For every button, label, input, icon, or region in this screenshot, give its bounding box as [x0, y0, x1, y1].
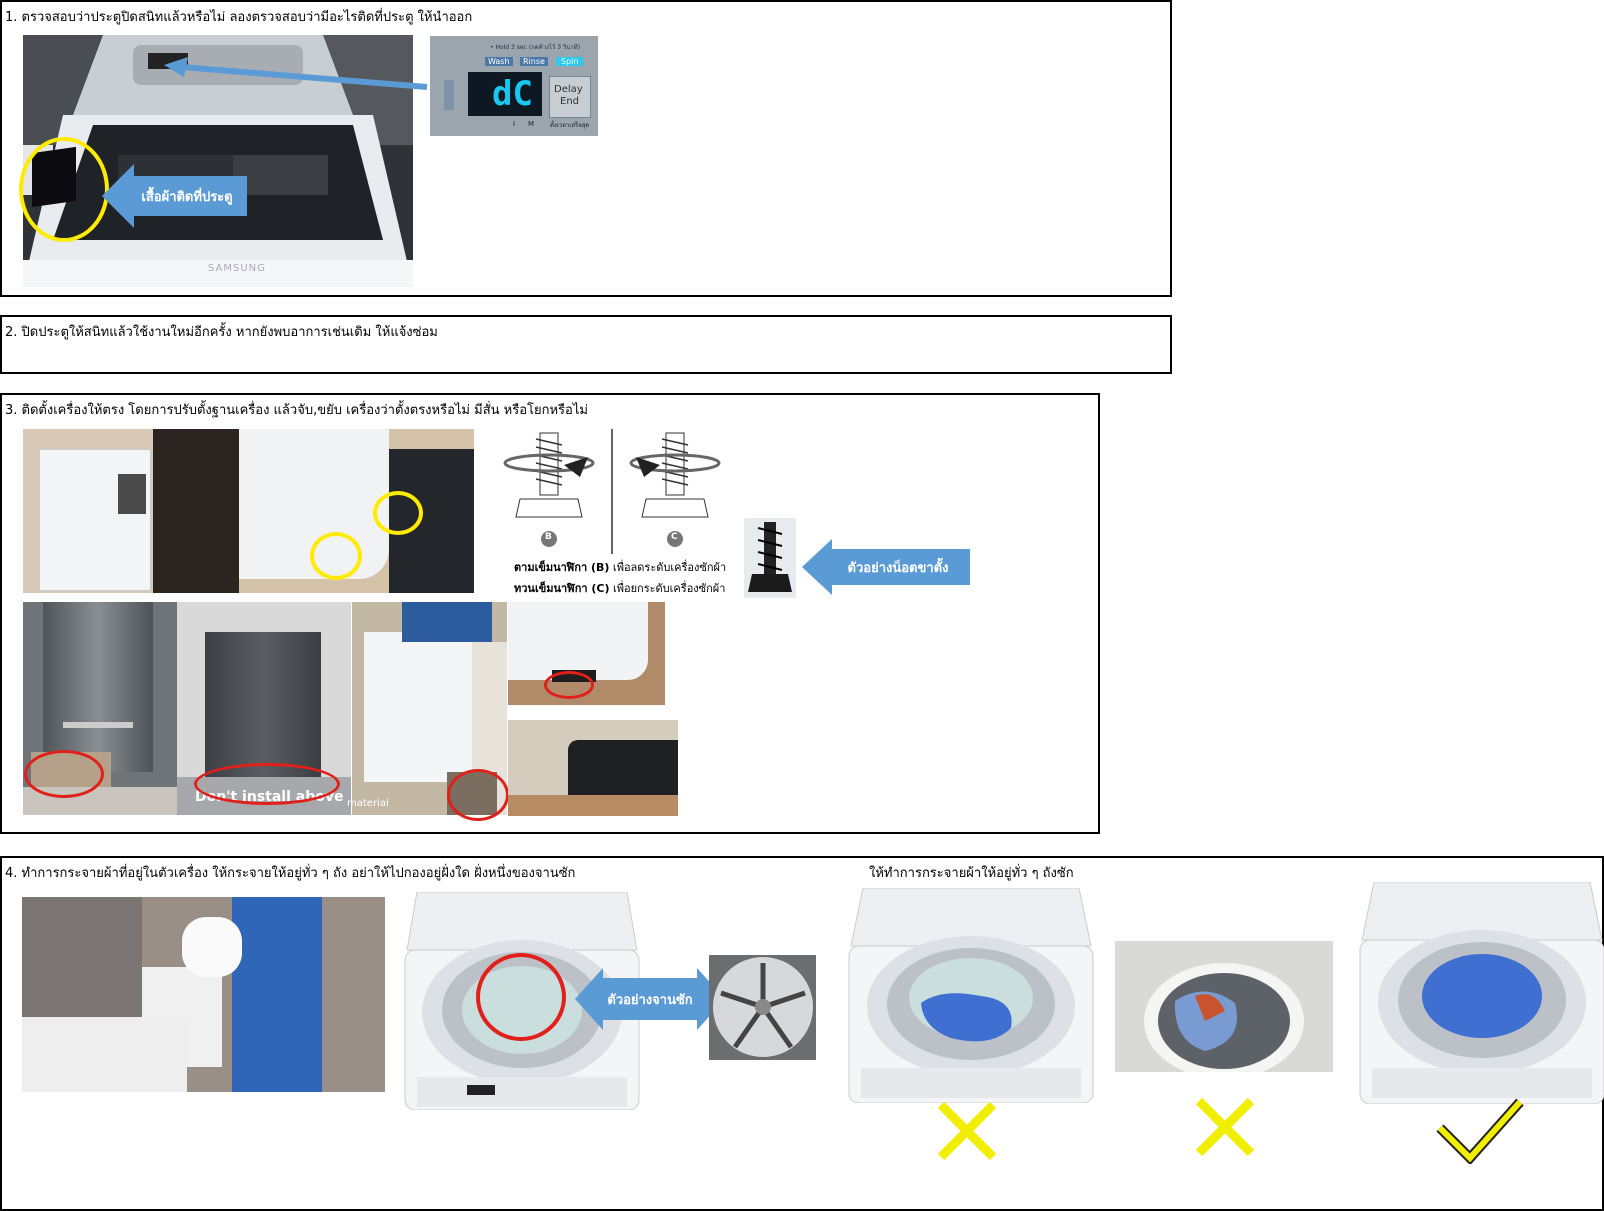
caption-2-rest: เพื่อยกระดับเครื่องซักผ้า	[609, 582, 726, 595]
yellow-circle-foot-2	[373, 491, 423, 535]
unit-h-label: I	[513, 120, 516, 128]
photo-brand-text: SAMSUNG	[208, 263, 266, 274]
red-circle-4	[544, 671, 594, 699]
step3-arrow-label: ตัวอย่างน็อตขาตั้ง	[847, 560, 949, 576]
step4-subtitle: ให้ทำการกระจายผ้าให้อยู่ทั่ว ๆ ถังซัก	[869, 866, 1074, 881]
red-circle-pulsator	[476, 953, 566, 1041]
display-screen	[468, 72, 542, 116]
level-check-photo-2	[239, 429, 474, 593]
panel-rinse-button: Rinse	[520, 57, 548, 66]
step1-title: 1. ตรวจสอบว่าประตูปิดสนิทแล้วหรือไม่ ลอง…	[5, 10, 473, 25]
step2-section: 2. ปิดประตูให้สนิทแล้วใช้งานใหม่อีกครั้ง…	[0, 315, 1172, 374]
caption-1-rest: เพื่อลดระดับเครื่องซักผ้า	[609, 561, 727, 574]
delay-end-button	[549, 76, 591, 118]
step4-section: 4. ทำการกระจายผ้าที่อยู่ในตัวเครื่อง ให้…	[0, 856, 1604, 1211]
red-circle-2	[194, 763, 340, 805]
pulsator-icon	[713, 957, 813, 1057]
wrong-mark-icon-2	[1195, 1097, 1255, 1157]
wrong-mark-icon-1	[937, 1101, 997, 1161]
red-circle-1	[24, 750, 104, 798]
screw-b-icon	[503, 432, 595, 547]
red-circle-3	[447, 769, 509, 821]
washer-uneven-load	[848, 888, 1094, 1103]
step4-title: 4. ทำการกระจายผ้าที่อยู่ในตัวเครื่อง ให้…	[5, 866, 576, 881]
arrow-left-icon	[102, 164, 247, 228]
level-check-photo-1	[23, 429, 239, 593]
double-arrow-icon	[575, 968, 725, 1030]
screw-label-b: B	[545, 532, 552, 542]
yellow-highlight-circle	[19, 137, 109, 242]
step1-section: 1. ตรวจสอบว่าประตูปิดสนิทแล้วหรือไม่ ลอง…	[0, 0, 1172, 297]
step2-title: 2. ปิดประตูให้สนิทแล้วใช้งานใหม่อีกครั้ง…	[5, 325, 438, 340]
end-label: End	[560, 96, 580, 107]
pointer-arrow-icon	[164, 57, 428, 90]
yellow-circle-foot-1	[310, 532, 362, 580]
panel-wash-button: Wash	[485, 57, 513, 66]
screw-caption-2: ทวนเข็มนาฬิกา (C) เพื่อยกระดับเครื่องซัก…	[514, 579, 725, 597]
caption-1-bold: ตามเข็มนาฬิกา (B)	[514, 561, 610, 574]
screw-label-c: C	[671, 532, 678, 542]
loading-laundry-photo	[22, 897, 385, 1092]
uneven-load-photo	[1115, 941, 1333, 1072]
caption-2-bold: ทวนเข็มนาฬิกา (C)	[514, 582, 610, 595]
screw-c-icon	[629, 432, 721, 547]
arrow-left-icon-step3	[802, 539, 970, 595]
screw-diagram	[503, 429, 721, 554]
foot-screw-photo	[744, 518, 796, 598]
screw-caption-1: ตามเข็มนาฬิกา (B) เพื่อลดระดับเครื่องซัก…	[514, 558, 726, 576]
unit-m-label: M	[528, 120, 535, 128]
step3-section: 3. ติดตั้งเครื่องให้ตรง โดยการปรับตั้งฐา…	[0, 393, 1100, 834]
panel-hold-text: • Hold 3 sec (กดค้างไว้ 3 วินาที)	[490, 44, 581, 51]
washer-even-load	[1359, 882, 1604, 1104]
step1-arrow-label: เสื้อผ้าติดที่ประตู	[141, 189, 233, 205]
panel-spin-button: Spin	[556, 57, 584, 66]
step4-arrow-label: ตัวอย่างจานซัก	[607, 992, 693, 1008]
material-text: material	[347, 798, 389, 809]
step3-title: 3. ติดตั้งเครื่องให้ตรง โดยการปรับตั้งฐา…	[5, 403, 588, 418]
panel-footer-text: ตั้งเวลาเสร็จสุด	[550, 122, 590, 129]
correct-install-photo-2	[508, 720, 678, 816]
error-code-display: dC	[492, 74, 533, 114]
panel-left-icons	[444, 80, 454, 110]
step1-washer-photo: SAMSUNG	[23, 35, 413, 287]
control-panel-photo: • Hold 3 sec (กดค้างไว้ 3 วินาที) Wash R…	[430, 36, 598, 136]
delay-label: Delay	[554, 84, 583, 95]
pulsator-photo	[709, 955, 816, 1060]
drum-clump-icon	[1115, 941, 1333, 1072]
correct-check-icon	[1436, 1098, 1524, 1164]
washer-top-illustration	[23, 35, 413, 287]
foot-screw-icon	[748, 522, 792, 592]
